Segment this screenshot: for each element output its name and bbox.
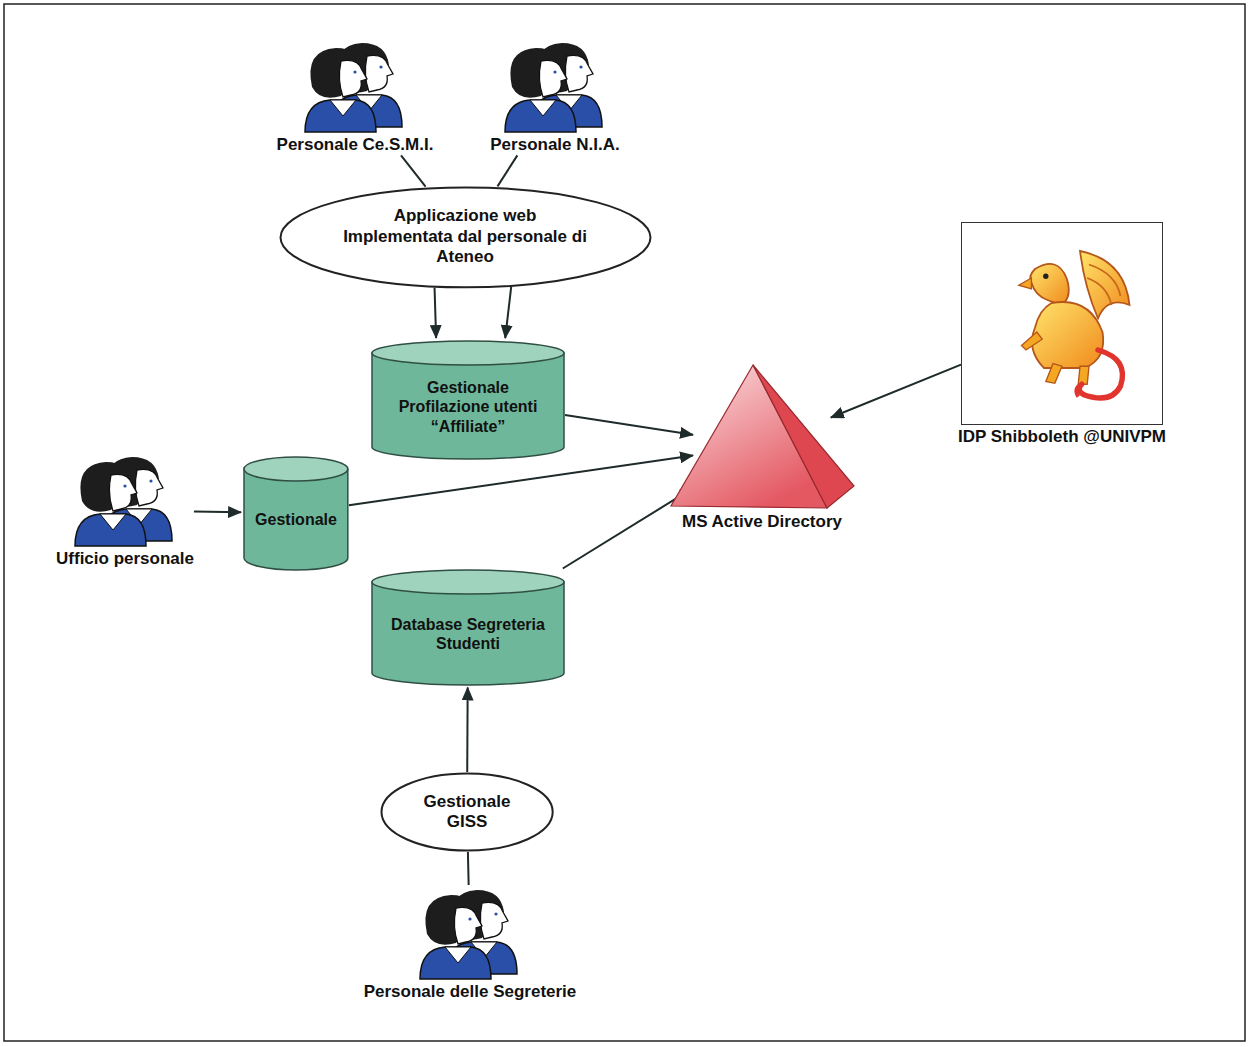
person-node: Personale N.I.A. bbox=[490, 38, 619, 155]
connector-arrow bbox=[505, 287, 511, 338]
process-ellipse: Gestionale GISS bbox=[380, 772, 554, 852]
directory-pyramid: MS Active Directory bbox=[667, 360, 857, 532]
person-icon bbox=[500, 38, 610, 133]
database-label: Gestionale Profilazione utenti “Affiliat… bbox=[383, 378, 553, 436]
connector-arrow bbox=[194, 511, 241, 514]
person-label: Ufficio personale bbox=[56, 549, 194, 569]
node-label: IDP Shibboleth @UNIVPM bbox=[958, 427, 1166, 447]
idp-box: IDP Shibboleth @UNIVPM bbox=[958, 222, 1166, 447]
person-icon bbox=[415, 885, 525, 980]
node-label: Applicazione web Implementata dal person… bbox=[340, 206, 590, 267]
connector-arrow bbox=[349, 455, 693, 505]
database-label: Gestionale bbox=[255, 510, 337, 529]
connector-arrow bbox=[467, 852, 470, 885]
person-label: Personale delle Segreterie bbox=[364, 982, 577, 1002]
person-node: Personale Ce.S.M.I. bbox=[277, 38, 434, 155]
connector-arrow bbox=[435, 288, 437, 338]
database-label: Database Segreteria Studenti bbox=[383, 615, 553, 653]
connector-arrow bbox=[565, 415, 693, 435]
pyramid-shape bbox=[667, 360, 857, 510]
shibboleth-logo-box bbox=[961, 222, 1163, 425]
node-label: Gestionale GISS bbox=[412, 792, 522, 833]
connector-arrow bbox=[497, 155, 517, 186]
person-node: Personale delle Segreterie bbox=[364, 885, 577, 1002]
node-label: MS Active Directory bbox=[682, 512, 842, 532]
connector-arrow bbox=[401, 155, 426, 186]
database-cylinder: Gestionale bbox=[243, 456, 349, 571]
frame-border bbox=[4, 4, 1245, 1041]
person-icon bbox=[70, 452, 180, 547]
database-cylinder: Database Segreteria Studenti bbox=[371, 569, 565, 686]
person-node: Ufficio personale bbox=[56, 452, 194, 569]
database-cylinder: Gestionale Profilazione utenti “Affiliat… bbox=[371, 340, 565, 460]
griffin-logo bbox=[972, 233, 1152, 413]
process-ellipse: Applicazione web Implementata dal person… bbox=[279, 186, 652, 289]
connector-arrow bbox=[563, 488, 694, 569]
connector-arrow bbox=[466, 688, 468, 773]
person-icon bbox=[300, 38, 410, 133]
person-label: Personale Ce.S.M.I. bbox=[277, 135, 434, 155]
connector-arrow bbox=[831, 365, 961, 418]
person-label: Personale N.I.A. bbox=[490, 135, 619, 155]
